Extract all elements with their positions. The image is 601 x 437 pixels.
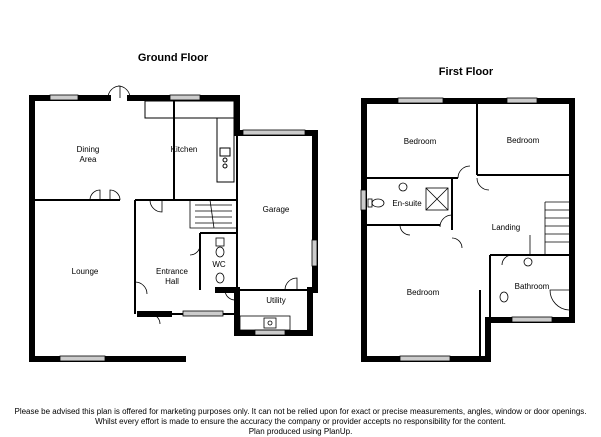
dining-area-label-line1: Dining — [77, 145, 100, 154]
first-floor-windows — [360, 97, 553, 362]
utility-sink — [239, 315, 291, 331]
first-floor-title: First Floor — [439, 66, 494, 78]
wc-label: WC — [212, 260, 226, 269]
dining-area-label-line2: Area — [80, 155, 97, 164]
garage-label: Garage — [263, 205, 290, 214]
kitchen-units — [144, 100, 235, 183]
first-floor-plan: First Floor — [360, 66, 575, 362]
ground-floor-title: Ground Floor — [138, 52, 209, 64]
entrance-hall-label-line2: Hall — [165, 277, 179, 286]
bedroom-2-label: Bedroom — [507, 136, 540, 145]
disclaimer-line-3: Plan produced using PlanUp. — [248, 427, 353, 436]
ground-floor-plan: Ground Floor — [29, 52, 318, 362]
landing-label: Landing — [492, 223, 520, 232]
bedroom-1-label: Bedroom — [404, 137, 437, 146]
ground-floor-windows — [49, 94, 318, 362]
kitchen-label: Kitchen — [171, 145, 198, 154]
first-floor-room-labels: Bedroom Bedroom En-suite Landing Bedroom… — [392, 136, 549, 297]
disclaimer-line-1: Please be advised this plan is offered f… — [14, 407, 587, 416]
ground-floor-stairs — [189, 199, 237, 229]
disclaimer-line-2: Whilst every effort is made to ensure th… — [95, 417, 506, 426]
ground-floor-doors — [89, 85, 298, 325]
ensuite-fixtures — [367, 182, 449, 211]
wc-fixtures — [215, 237, 225, 284]
first-floor-doors — [399, 165, 513, 266]
bathroom-label: Bathroom — [515, 282, 550, 291]
ensuite-label: En-suite — [392, 199, 422, 208]
bedroom-3-label: Bedroom — [407, 288, 440, 297]
first-floor-stairs — [529, 201, 569, 255]
entrance-hall-label-line1: Entrance — [156, 267, 189, 276]
first-floor-interior-walls — [364, 101, 572, 359]
lounge-label: Lounge — [72, 267, 99, 276]
ground-floor-room-labels: Dining Area Kitchen Garage Lounge Entran… — [72, 145, 290, 305]
bathroom-fixtures — [499, 257, 570, 311]
utility-label: Utility — [266, 296, 286, 305]
